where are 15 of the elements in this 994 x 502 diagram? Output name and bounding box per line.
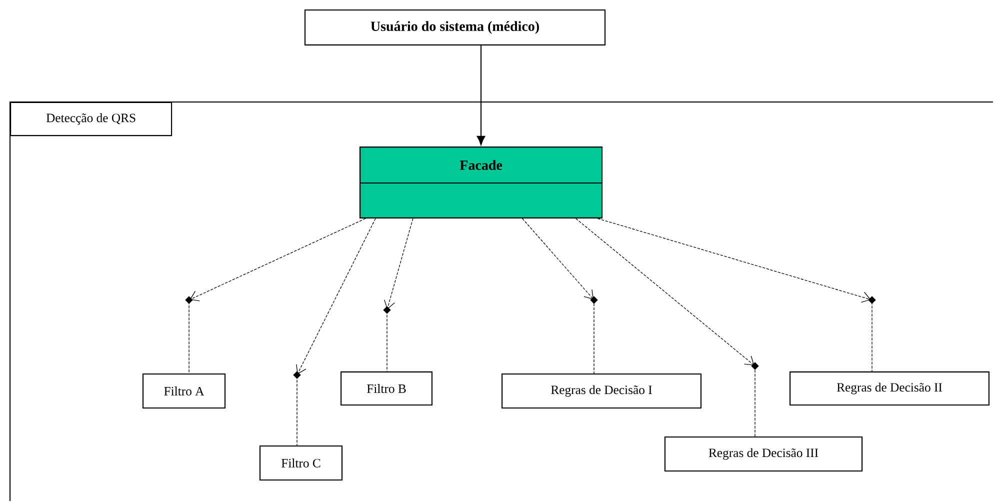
arrow	[383, 218, 414, 372]
component-box: Filtro C	[259, 445, 343, 481]
arrow	[293, 218, 376, 446]
arrow	[476, 46, 486, 146]
component-box: Regras de Decisão II	[790, 371, 990, 406]
component-box: Filtro B	[340, 371, 433, 406]
component-box: Regras de Decisão III	[664, 436, 863, 472]
class-box: Facade	[359, 146, 603, 218]
component-box: Regras de Decisão I	[502, 373, 702, 409]
arrow	[575, 218, 759, 437]
actor-box: Usuário do sistema (médico)	[304, 10, 606, 46]
component-box: Filtro A	[142, 373, 226, 409]
arrow	[597, 218, 876, 372]
arrow	[522, 218, 598, 374]
arrow	[185, 218, 366, 374]
